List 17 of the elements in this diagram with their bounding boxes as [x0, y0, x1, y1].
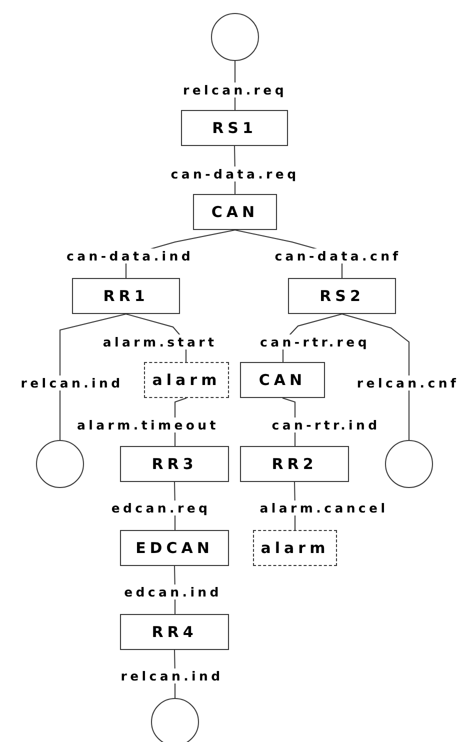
process-box: RR2	[240, 446, 349, 482]
process-box: RS2	[288, 278, 396, 314]
process-box: RR1	[72, 278, 180, 314]
terminal-circle	[211, 13, 259, 61]
connector-line	[60, 314, 126, 440]
connector-line	[342, 314, 410, 440]
terminal-circle	[36, 440, 84, 488]
process-box: RR3	[120, 446, 229, 482]
process-box: CAN	[240, 362, 325, 398]
terminal-circle	[385, 440, 433, 488]
edge-label: relcan.cnf	[356, 376, 459, 390]
process-box: RS1	[181, 110, 288, 146]
process-box: RR4	[120, 614, 229, 650]
timer-box: alarm	[253, 530, 337, 566]
timer-box: alarm	[144, 362, 229, 398]
process-box: CAN	[193, 194, 277, 230]
process-box: EDCAN	[120, 530, 229, 566]
